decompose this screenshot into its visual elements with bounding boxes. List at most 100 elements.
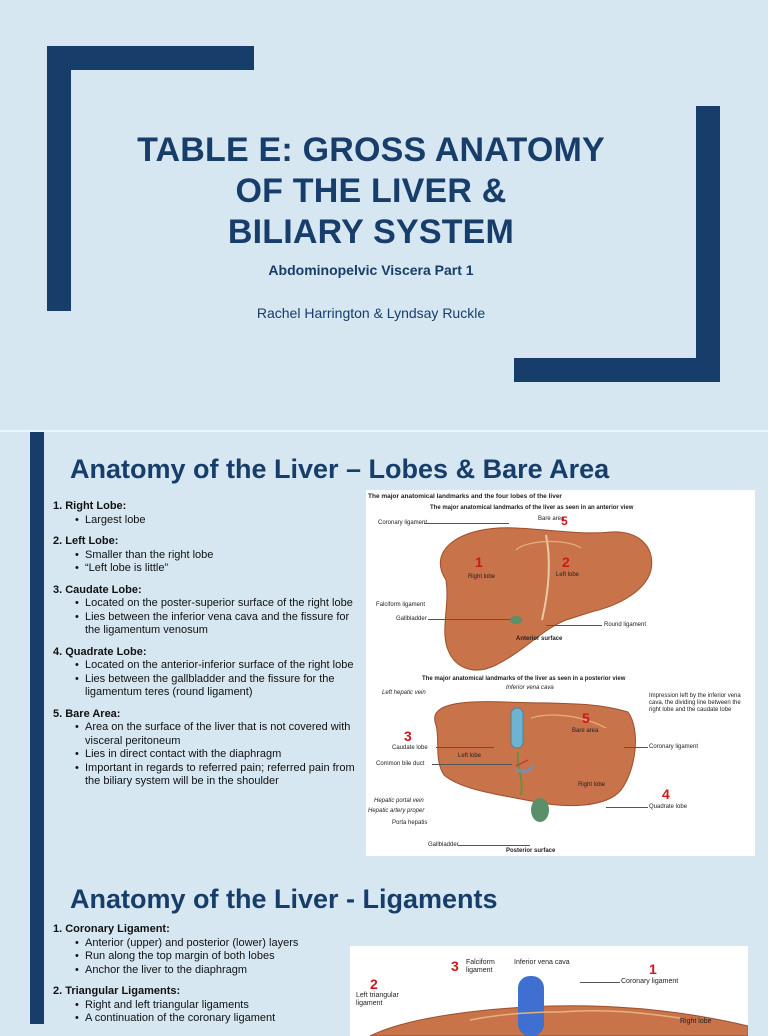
label-right-lobe: Right lobe	[468, 574, 496, 580]
item-heading: 2. Left Lobe:	[53, 535, 119, 547]
label-inferior-vena-cava: Inferior vena cava	[506, 685, 554, 691]
ligaments-outline: 1. Coronary Ligament: Anterior (upper) a…	[53, 923, 363, 1034]
label-anterior-surface: Anterior surface	[516, 636, 563, 642]
label-gallbladder-posterior: Gallbladder	[428, 842, 459, 848]
label-bare-area-posterior: Bare area	[572, 728, 599, 734]
label-round-ligament: Round ligament	[604, 622, 647, 628]
label-caudate-lobe: Caudate lobe	[392, 745, 428, 751]
marker-2: 2	[370, 976, 378, 992]
marker-2: 2	[562, 554, 570, 570]
authors: Rachel Harrington & Lyndsay Ruckle	[256, 305, 486, 321]
label-porta-hepatis: Porta hepatis	[392, 820, 428, 826]
frame-corner-top-left	[47, 46, 254, 70]
section-title: Anatomy of the Liver – Lobes & Bare Area	[70, 454, 610, 484]
leader-line	[428, 619, 510, 620]
page-title: TABLE E: GROSS ANATOMY OF THE LIVER & BI…	[90, 130, 652, 253]
marker-5-posterior: 5	[582, 710, 590, 726]
bullet: Run along the top margin of both lobes	[75, 950, 363, 964]
marker-5: 5	[561, 514, 568, 528]
item-heading: 2. Triangular Ligaments:	[53, 985, 181, 997]
leader-line	[458, 845, 530, 846]
anterior-view-title: The major anatomical landmarks of the li…	[430, 505, 634, 511]
list-item: 3. Caudate Lobe: Located on the poster-s…	[53, 584, 363, 638]
section-title: Anatomy of the Liver - Ligaments	[70, 884, 498, 914]
label-bare-area: Bare area	[538, 516, 565, 522]
slide-accent-bar	[30, 862, 44, 1024]
bullet: Area on the surface of the liver that is…	[75, 721, 363, 748]
bullet: Lies between the gallbladder and the fis…	[75, 673, 363, 700]
label-quadrate-lobe: Quadrate lobe	[649, 804, 688, 810]
frame-corner-bottom-right	[514, 358, 720, 382]
marker-3: 3	[451, 958, 459, 974]
label-left-hepatic-vein: Left hepatic vein	[382, 690, 426, 696]
label-left-lobe-posterior: Left lobe	[458, 753, 482, 759]
marker-3: 3	[404, 728, 412, 744]
bullet: Smaller than the right lobe	[75, 549, 363, 563]
label-falciform: Falciform ligament	[466, 959, 495, 974]
label-coronary-ligament: Coronary ligament	[621, 978, 679, 985]
list-item: 2. Left Lobe: Smaller than the right lob…	[53, 535, 363, 576]
bullet: Located on the anterior-inferior surface…	[75, 659, 363, 673]
list-item: 2. Triangular Ligaments: Right and left …	[53, 985, 363, 1026]
label-coronary-ligament: Coronary ligament	[378, 520, 428, 526]
leader-line	[580, 982, 620, 983]
title-line-3: BILIARY SYSTEM	[227, 213, 515, 251]
item-heading: 1. Right Lobe:	[53, 500, 127, 512]
item-heading: 4. Quadrate Lobe:	[53, 645, 147, 658]
bullet: Largest lobe	[75, 514, 363, 528]
item-heading: 3. Caudate Lobe:	[53, 583, 142, 596]
title-line-1: TABLE E: GROSS ANATOMY	[137, 131, 605, 169]
liver-ligaments-figure: 3 Falciform ligament Inferior vena cava …	[350, 946, 748, 1036]
label-left-lobe: Left lobe	[556, 572, 580, 578]
bullet: Right and left triangular ligaments	[75, 999, 363, 1013]
item-heading: 1. Coronary Ligament:	[53, 923, 170, 935]
bullet: Lies between the inferior vena cava and …	[75, 611, 363, 638]
liver-illustration	[434, 527, 653, 822]
title-line-2: OF THE LIVER &	[235, 172, 507, 210]
bullet: Important in regards to referred pain; r…	[75, 762, 363, 789]
label-gallbladder: Gallbladder	[396, 616, 427, 622]
bullet: Anterior (upper) and posterior (lower) l…	[75, 937, 363, 951]
marker-1: 1	[475, 554, 483, 570]
label-falciform-ligament: Falciform ligament	[376, 602, 426, 608]
marker-1: 1	[649, 961, 657, 977]
frame-corner-bottom-right-vertical	[696, 106, 720, 382]
list-item: 4. Quadrate Lobe: Located on the anterio…	[53, 646, 363, 700]
label-hepatic-portal-vein: Hepatic portal vein	[374, 798, 424, 804]
label-posterior-surface: Posterior surface	[506, 848, 556, 854]
bullet: Lies in direct contact with the diaphrag…	[75, 748, 363, 762]
frame-corner-top-left-vertical	[47, 46, 71, 311]
label-left-triangular: Left triangular ligament	[356, 992, 399, 1007]
list-item: 1. Coronary Ligament: Anterior (upper) a…	[53, 923, 363, 977]
leader-line	[432, 764, 512, 765]
leader-line	[606, 807, 648, 808]
title-slide: TABLE E: GROSS ANATOMY OF THE LIVER & BI…	[0, 0, 768, 412]
bullet: Located on the poster-superior surface o…	[75, 597, 363, 611]
ligaments-slide: Anatomy of the Liver - Ligaments 1. Coro…	[0, 862, 768, 1036]
subtitle: Abdominopelvic Viscera Part 1	[268, 262, 474, 278]
figure-caption: The major anatomical landmarks and the f…	[368, 493, 562, 500]
posterior-view-title: The major anatomical landmarks of the li…	[422, 676, 626, 682]
label-coronary-ligament-posterior: Coronary ligament	[649, 744, 699, 750]
lobes-outline: 1. Right Lobe: Largest lobe 2. Left Lobe…	[53, 500, 363, 797]
list-item: 5. Bare Area: Area on the surface of the…	[53, 708, 363, 789]
label-inferior-vena-cava: Inferior vena cava	[514, 959, 570, 966]
item-heading: 5. Bare Area:	[53, 707, 121, 720]
label-common-bile-duct: Common bile duct	[376, 761, 425, 767]
leader-line	[624, 747, 648, 748]
bullet: Anchor the liver to the diaphragm	[75, 964, 363, 978]
leader-line	[424, 523, 509, 524]
leader-line	[546, 625, 602, 626]
slide-accent-bar	[30, 432, 44, 862]
label-ivc-impression: Impression left by the inferior vena cav…	[649, 693, 741, 713]
marker-4: 4	[662, 786, 670, 802]
list-item: 1. Right Lobe: Largest lobe	[53, 500, 363, 527]
leader-line	[436, 747, 494, 748]
liver-lobes-figure: The major anatomical landmarks and the f…	[366, 490, 755, 856]
label-right-lobe: Right lobe	[680, 1018, 712, 1025]
bullet: “Left lobe is little”	[75, 562, 363, 576]
bullet: A continuation of the coronary ligament	[75, 1012, 363, 1026]
label-hepatic-artery-proper: Hepatic artery proper	[368, 808, 425, 814]
label-right-lobe-posterior: Right lobe	[578, 782, 606, 788]
lobes-slide: Anatomy of the Liver – Lobes & Bare Area…	[0, 430, 768, 862]
